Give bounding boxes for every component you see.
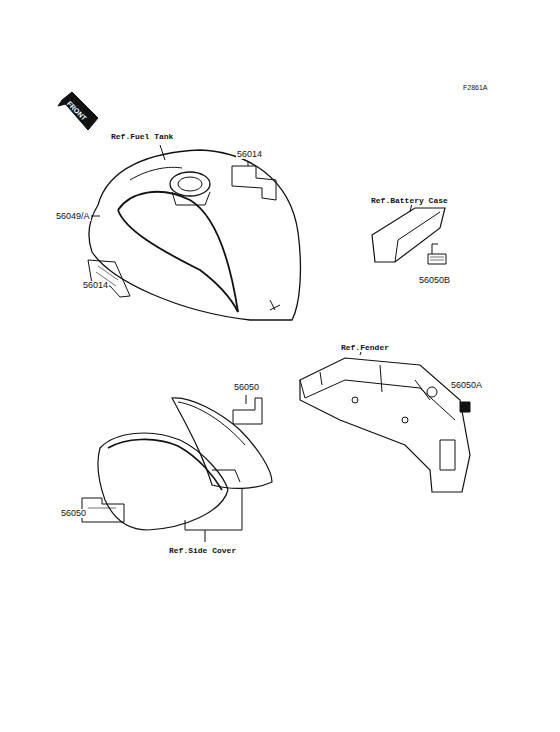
reference-label: Ref.Fender [340, 344, 390, 352]
reference-label: Ref.Battery Case [370, 197, 449, 205]
decal [82, 498, 124, 522]
figure-code: F2861A [462, 84, 489, 91]
front-arrow [62, 92, 98, 130]
reference-label: Ref.Fuel Tank [110, 133, 174, 141]
battery-case [372, 203, 445, 262]
decal [233, 398, 262, 424]
callout-number: 56050 [60, 509, 87, 518]
rear-fender [300, 348, 470, 492]
callout-number: 56014 [82, 281, 109, 290]
callout-number: 56014 [236, 150, 263, 159]
decal [460, 402, 470, 412]
decal [88, 260, 130, 297]
decal [232, 166, 276, 200]
callout-number: 56050B [418, 276, 451, 285]
fuel-tank [89, 145, 300, 320]
reference-label: Ref.Side Cover [168, 547, 237, 555]
callout-number: 56050 [233, 383, 260, 392]
front-arrow-head [58, 100, 66, 106]
bracket [185, 488, 242, 542]
callout-number: 56049/A [55, 212, 91, 221]
callout-number: 56050A [450, 381, 483, 390]
decal [428, 254, 446, 264]
